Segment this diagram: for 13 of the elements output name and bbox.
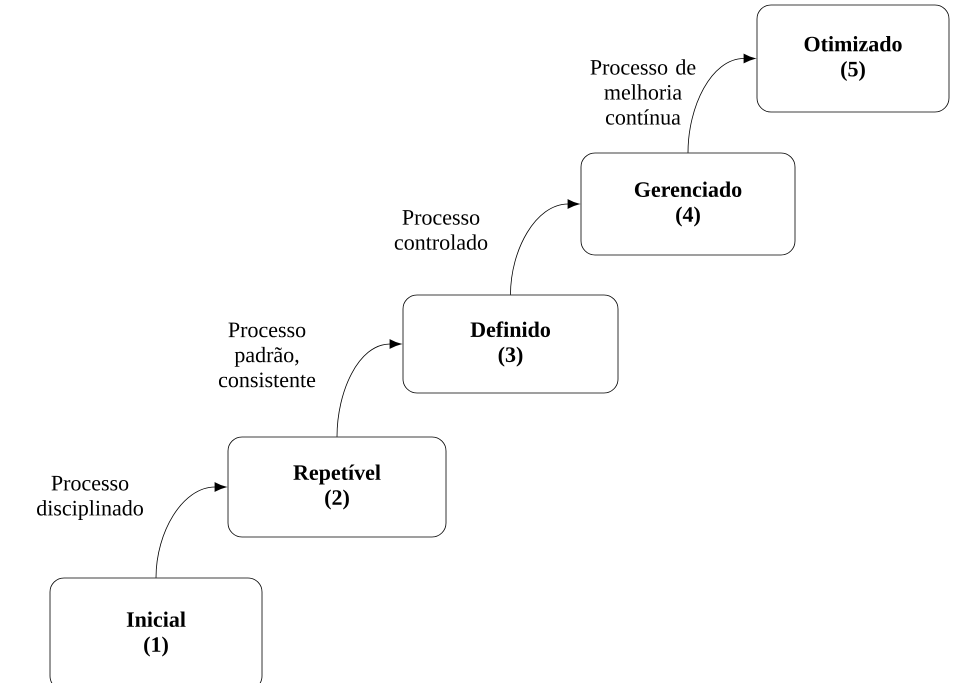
curved-arrow (156, 482, 226, 578)
edge-label: Processo padrão, consistente (218, 322, 316, 388)
stage-box: Inicial (1) (50, 578, 262, 683)
edge-label: Processo controlado (394, 210, 488, 250)
stage-box: Repetível (2) (228, 436, 446, 538)
curved-arrow (510, 199, 580, 295)
stage-box: Definido (3) (402, 294, 618, 394)
edge-label: Processo de melhoria contínua (590, 59, 696, 125)
curved-arrow (688, 54, 756, 153)
stage-box: Gerenciado (4) (580, 152, 796, 256)
stage-box: Otimizado (5) (756, 4, 950, 112)
curved-arrow (336, 339, 402, 437)
edge-label: Processo disciplinado (37, 476, 143, 520)
